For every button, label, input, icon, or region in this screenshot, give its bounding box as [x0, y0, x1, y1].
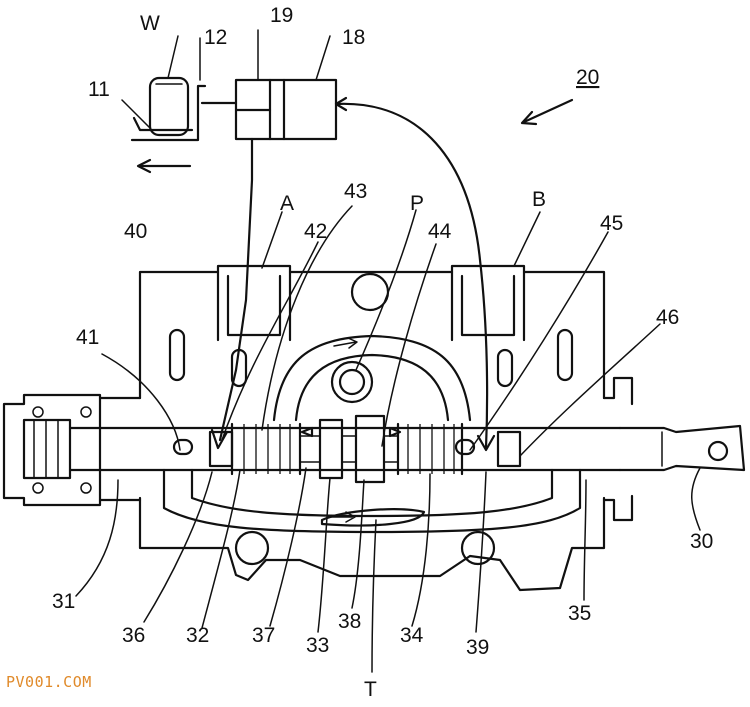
- leader-20-arrow: [520, 98, 574, 126]
- label-46: 46: [656, 306, 679, 329]
- label-W: W: [140, 12, 160, 35]
- spool: [2, 376, 746, 522]
- actuator: [200, 78, 338, 141]
- label-42: 42: [304, 220, 327, 243]
- label-20: 20: [576, 66, 599, 89]
- label-35: 35: [568, 602, 591, 625]
- label-40: 40: [124, 220, 147, 243]
- label-30: 30: [690, 530, 713, 553]
- label-B: B: [532, 188, 546, 211]
- label-P: P: [410, 192, 424, 215]
- label-41: 41: [76, 326, 99, 349]
- label-38: 38: [338, 610, 361, 633]
- label-31: 31: [52, 590, 75, 613]
- label-18: 18: [342, 26, 365, 49]
- label-39: 39: [466, 636, 489, 659]
- label-A: A: [280, 192, 294, 215]
- label-37: 37: [252, 624, 275, 647]
- label-34: 34: [400, 624, 424, 647]
- label-32: 32: [186, 624, 209, 647]
- label-45: 45: [600, 212, 623, 235]
- leader-lines: [75, 29, 701, 673]
- label-33: 33: [306, 634, 329, 657]
- label-43: 43: [344, 180, 367, 203]
- load-assembly: [130, 76, 207, 174]
- internal-passages: [162, 334, 582, 534]
- label-11: 11: [88, 78, 110, 101]
- label-T: T: [364, 678, 377, 701]
- label-12: 12: [204, 26, 227, 49]
- watermark: PV001.COM: [6, 673, 92, 691]
- label-19: 19: [270, 4, 293, 27]
- label-36: 36: [122, 624, 145, 647]
- pilot-lines: [210, 96, 489, 450]
- label-44: 44: [428, 220, 452, 243]
- reference-labels: W 12 19 18 11 20 43 A P B 40 42 44 45 46…: [52, 4, 713, 701]
